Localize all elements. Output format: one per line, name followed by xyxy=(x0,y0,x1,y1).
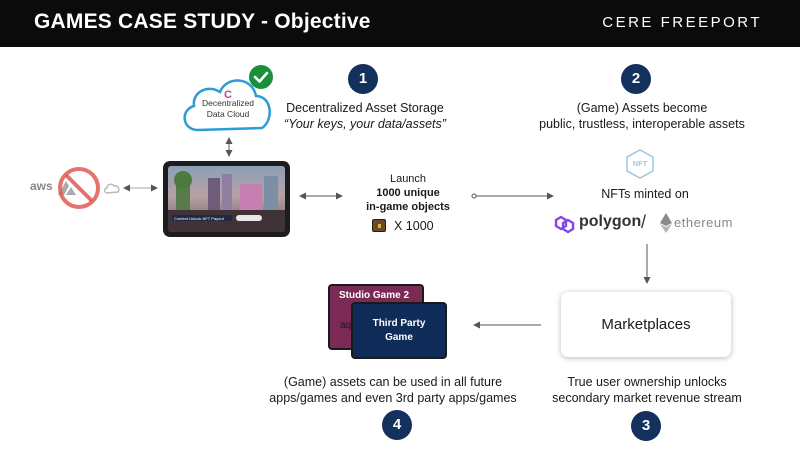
prohibit-icon xyxy=(58,167,100,209)
game-tablet-screenshot: Content Unlock NFT Payout xyxy=(163,161,290,237)
studio-game-2-partial: aq xyxy=(340,320,352,331)
polygon-icon xyxy=(554,215,575,234)
chest-icon xyxy=(372,219,386,232)
google-cloud-icon xyxy=(104,183,120,194)
aws-logo: aws xyxy=(30,179,53,193)
third-party-line2: Game xyxy=(385,332,413,343)
nft-icon: NFT xyxy=(626,149,654,179)
page-title: GAMES CASE STUDY - Objective xyxy=(34,10,371,33)
launch-count: 1000 unique xyxy=(376,187,440,199)
svg-text:C: C xyxy=(224,89,232,101)
game-scene: Content Unlock NFT Payout xyxy=(168,166,285,232)
nft-minted-label: NFTs minted on xyxy=(601,187,689,201)
step-4-title: (Game) assets can be used in all future xyxy=(283,375,503,389)
step-2-badge: 2 xyxy=(621,64,651,94)
launch-multiplier: X 1000 xyxy=(394,219,434,233)
step-2-subtitle: public, trustless, interoperable assets xyxy=(539,117,745,131)
step-1-title: Decentralized Asset Storage xyxy=(286,101,444,115)
launch-label: Launch xyxy=(389,173,427,185)
step-1-subtitle: “Your keys, your data/assets” xyxy=(284,117,446,131)
azure-icon xyxy=(58,181,76,195)
cloud-label: Decentralized Data Cloud xyxy=(202,98,254,119)
brand-logo: CERE FREEPORT xyxy=(602,14,762,31)
ethereum-logo-text: ethereum xyxy=(674,215,733,230)
chain-separator: / xyxy=(641,212,647,232)
nft-badge-text: NFT xyxy=(632,159,648,168)
arrow-launch-nft-start xyxy=(471,193,477,199)
third-party-game-card: Third Party Game xyxy=(351,302,447,359)
ethereum-icon xyxy=(660,213,672,233)
step-4-subtitle: apps/games and even 3rd party apps/games xyxy=(269,391,517,405)
centralized-cloud-providers: aws xyxy=(28,162,124,214)
step-3-title: True user ownership unlocks xyxy=(567,375,727,389)
step-1-badge: 1 xyxy=(348,64,378,94)
tablet-banner: Content Unlock NFT Payout xyxy=(174,216,224,221)
cloud-icon: C xyxy=(183,79,271,132)
game-scene-art xyxy=(168,171,285,232)
step-3-subtitle: secondary market revenue stream xyxy=(552,391,742,405)
polygon-logo-text: polygon xyxy=(579,213,642,230)
header-bar: GAMES CASE STUDY - Objective CERE FREEPO… xyxy=(0,0,800,47)
studio-game-2-label: Studio Game 2 xyxy=(339,290,410,301)
launch-objects: in-game objects xyxy=(366,201,450,213)
check-icon xyxy=(249,65,273,89)
step-4-badge: 4 xyxy=(382,410,412,440)
marketplaces-box: Marketplaces xyxy=(561,292,731,357)
third-party-line1: Third Party xyxy=(372,318,426,329)
step-3-badge: 3 xyxy=(631,411,661,441)
step-2-title: (Game) Assets become xyxy=(576,101,708,115)
